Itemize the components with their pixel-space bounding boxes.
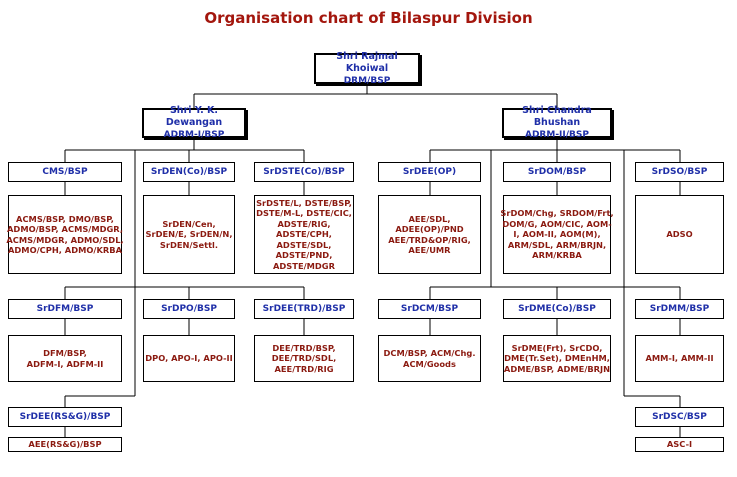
srdso-posts: ADSO bbox=[635, 195, 724, 274]
srdme-posts: SrDME(Frt), SrCDO, DME(Tr.Set), DMEnHM, … bbox=[503, 335, 611, 382]
srdme-post-line: SrDME(Frt), SrCDO, bbox=[511, 342, 603, 353]
srdeeop-post-line: ADEE(OP)/PND bbox=[395, 224, 464, 235]
srdcm-posts: DCM/BSP, ACM/Chg. ACM/Goods bbox=[378, 335, 481, 382]
srdom-post-line: I, AOM-II, AOM(M), bbox=[513, 229, 601, 240]
srdeetrd-post-line: DEE/TRD/BSP, bbox=[272, 342, 336, 353]
chart-title: Organisation chart of Bilaspur Division bbox=[204, 9, 533, 27]
srdeetrd-head: SrDEE(TRD)/BSP bbox=[254, 299, 354, 319]
srdom-post-line: ARM/SDL, ARM/BRJN, bbox=[507, 239, 607, 250]
srdpo-post-line: DPO, APO-I, APO-II bbox=[145, 353, 233, 364]
srdme-post-line: ADME/BSP, ADME/BRJN bbox=[503, 363, 611, 374]
srdeersg-post-line: AEE(RS&G)/BSP bbox=[28, 439, 102, 450]
srdeeop-head: SrDEE(OP) bbox=[378, 162, 481, 182]
srdste-post-line: DSTE/M-L, DSTE/CIC, bbox=[256, 208, 352, 219]
srdste-post-line: ADSTE/SDL, bbox=[276, 239, 332, 250]
srdme-post-line: DME(Tr.Set), DMEnHM, bbox=[504, 353, 610, 364]
srdso-head: SrDSO/BSP bbox=[635, 162, 724, 182]
cms-head: CMS/BSP bbox=[8, 162, 122, 182]
adrm1-designation: ADRM-I/BSP bbox=[163, 130, 225, 140]
srdeersg-posts: AEE(RS&G)/BSP bbox=[8, 437, 122, 452]
srdste-post-line: ADSTE/MDGR bbox=[273, 260, 335, 271]
srdeeop-post-line: AEE/TRD&OP/RIG, bbox=[388, 234, 471, 245]
srden-head: SrDEN(Co)/BSP bbox=[143, 162, 235, 182]
cms-posts: ACMS/BSP, DMO/BSP, ADMO/BSP, ACMS/MDGR, … bbox=[6, 195, 124, 274]
srden-post-line: SrDEN/Cen, bbox=[162, 218, 216, 229]
adrm2-box: Shri Chandra Bhushan ADRM-II/BSP bbox=[502, 105, 612, 140]
srdsc-head: SrDSC/BSP bbox=[635, 407, 724, 427]
srdom-posts: SrDOM/Chg, SRDOM/Frt, DOM/G, AOM/CIC, AO… bbox=[500, 195, 614, 274]
srdso-post-line: ADSO bbox=[666, 229, 693, 240]
srdpo-posts: DPO, APO-I, APO-II bbox=[143, 335, 235, 382]
srdste-post-line: ADSTE/RIG, bbox=[277, 218, 331, 229]
adrm2-name: Shri Chandra Bhushan bbox=[522, 105, 592, 128]
srdfm-post-line: ADFM-I, ADFM-II bbox=[26, 358, 104, 369]
srdmm-head: SrDMM/BSP bbox=[635, 299, 724, 319]
srdom-head: SrDOM/BSP bbox=[503, 162, 611, 182]
srdeetrd-posts: DEE/TRD/BSP, DEE/TRD/SDL, AEE/TRD/RIG bbox=[254, 335, 354, 382]
srdme-head: SrDME(Co)/BSP bbox=[503, 299, 611, 319]
drm-name: Shri Rajmal Khoiwal bbox=[336, 50, 398, 74]
srdsc-post-line: ASC-I bbox=[666, 439, 693, 450]
srdmm-post-line: AMM-I, AMM-II bbox=[645, 353, 714, 364]
srdfm-head: SrDFM/BSP bbox=[8, 299, 122, 319]
drm-designation: DRM/BSP bbox=[343, 75, 391, 86]
cms-post-line: ACMS/MDGR, ADMO/SDL, bbox=[6, 234, 124, 245]
srdeersg-head: SrDEE(RS&G)/BSP bbox=[8, 407, 122, 427]
cms-post-line: ADMO/CPH, ADMO/KRBA bbox=[8, 244, 123, 255]
srden-post-line: SrDEN/Settl. bbox=[159, 239, 219, 250]
srdfm-posts: DFM/BSP, ADFM-I, ADFM-II bbox=[8, 335, 122, 382]
srdste-posts: SrDSTE/L, DSTE/BSP, DSTE/M-L, DSTE/CIC, … bbox=[254, 195, 354, 274]
srdom-post-line: DOM/G, AOM/CIC, AOM- bbox=[502, 218, 612, 229]
cms-post-line: ACMS/BSP, DMO/BSP, bbox=[16, 213, 114, 224]
srdste-post-line: ADSTE/CPH, bbox=[276, 229, 332, 240]
srdfm-post-line: DFM/BSP, bbox=[43, 348, 87, 359]
srdeetrd-post-line: DEE/TRD/SDL, bbox=[271, 353, 337, 364]
srdsc-posts: ASC-I bbox=[635, 437, 724, 452]
srdeetrd-post-line: AEE/TRD/RIG bbox=[274, 363, 334, 374]
srdcm-head: SrDCM/BSP bbox=[378, 299, 481, 319]
srdste-head: SrDSTE(Co)/BSP bbox=[254, 162, 354, 182]
srdom-post-line: ARM/KRBA bbox=[532, 250, 582, 261]
srdmm-posts: AMM-I, AMM-II bbox=[635, 335, 724, 382]
srdcm-post-line: ACM/Goods bbox=[403, 358, 456, 369]
srden-posts: SrDEN/Cen, SrDEN/E, SrDEN/N, SrDEN/Settl… bbox=[143, 195, 235, 274]
srden-post-line: SrDEN/E, SrDEN/N, bbox=[145, 229, 233, 240]
adrm1-name: Shri Y. K. Dewangan bbox=[165, 105, 223, 128]
srdeeop-posts: AEE/SDL, ADEE(OP)/PND AEE/TRD&OP/RIG, AE… bbox=[378, 195, 481, 274]
srdste-post-line: SrDSTE/L, DSTE/BSP, bbox=[256, 198, 352, 209]
srdpo-head: SrDPO/BSP bbox=[143, 299, 235, 319]
adrm2-designation: ADRM-II/BSP bbox=[525, 130, 589, 140]
srdeeop-post-line: AEE/UMR bbox=[408, 244, 451, 255]
srdste-post-line: ADSTE/PND, bbox=[275, 250, 333, 261]
cms-post-line: ADMO/BSP, ACMS/MDGR, bbox=[7, 224, 123, 235]
drm-box: Shri Rajmal Khoiwal DRM/BSP bbox=[314, 50, 420, 86]
srdom-post-line: SrDOM/Chg, SRDOM/Frt, bbox=[500, 208, 614, 219]
srdcm-post-line: DCM/BSP, ACM/Chg. bbox=[383, 348, 476, 359]
adrm1-box: Shri Y. K. Dewangan ADRM-I/BSP bbox=[142, 105, 246, 140]
srdeeop-post-line: AEE/SDL, bbox=[408, 213, 451, 224]
